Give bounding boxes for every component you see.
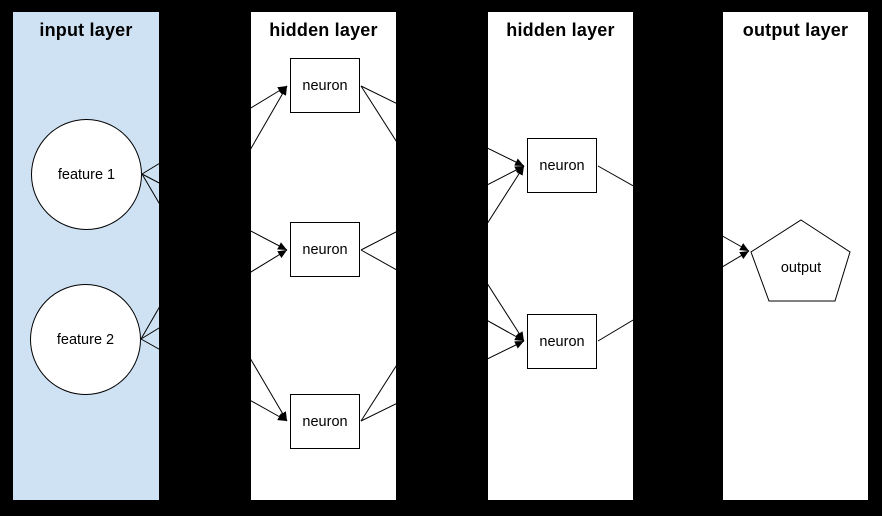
node-feature-1-label: feature 1 [57, 166, 116, 183]
node-hidden2-neuron-2: neuron [527, 314, 597, 369]
panel-output-layer: output layer [723, 12, 868, 500]
panel-title-hidden-layer-1: hidden layer [269, 20, 378, 40]
node-feature-1: feature 1 [31, 119, 142, 230]
panel-hidden-layer-2: hidden layer [488, 12, 633, 500]
edges-group [140, 85, 750, 422]
node-feature-2-label: feature 2 [56, 331, 115, 348]
node-hidden1-neuron-1: neuron [290, 58, 360, 113]
panel-title-input-layer: input layer [39, 20, 133, 40]
node-hidden1-neuron-1-label: neuron [302, 77, 348, 94]
node-hidden2-neuron-2-label: neuron [539, 333, 585, 350]
node-feature-2: feature 2 [30, 284, 141, 395]
panel-input-layer: input layer [13, 12, 159, 500]
panel-title-hidden-layer-2: hidden layer [506, 20, 615, 40]
panel-title-output-layer: output layer [742, 20, 849, 40]
node-hidden1-neuron-2: neuron [290, 222, 360, 277]
node-hidden1-neuron-3: neuron [290, 394, 360, 449]
node-hidden1-neuron-2-label: neuron [302, 241, 348, 258]
node-hidden2-neuron-1-label: neuron [539, 157, 585, 174]
node-output-label: output [780, 260, 822, 276]
node-hidden2-neuron-1: neuron [527, 138, 597, 193]
node-hidden1-neuron-3-label: neuron [302, 413, 348, 430]
